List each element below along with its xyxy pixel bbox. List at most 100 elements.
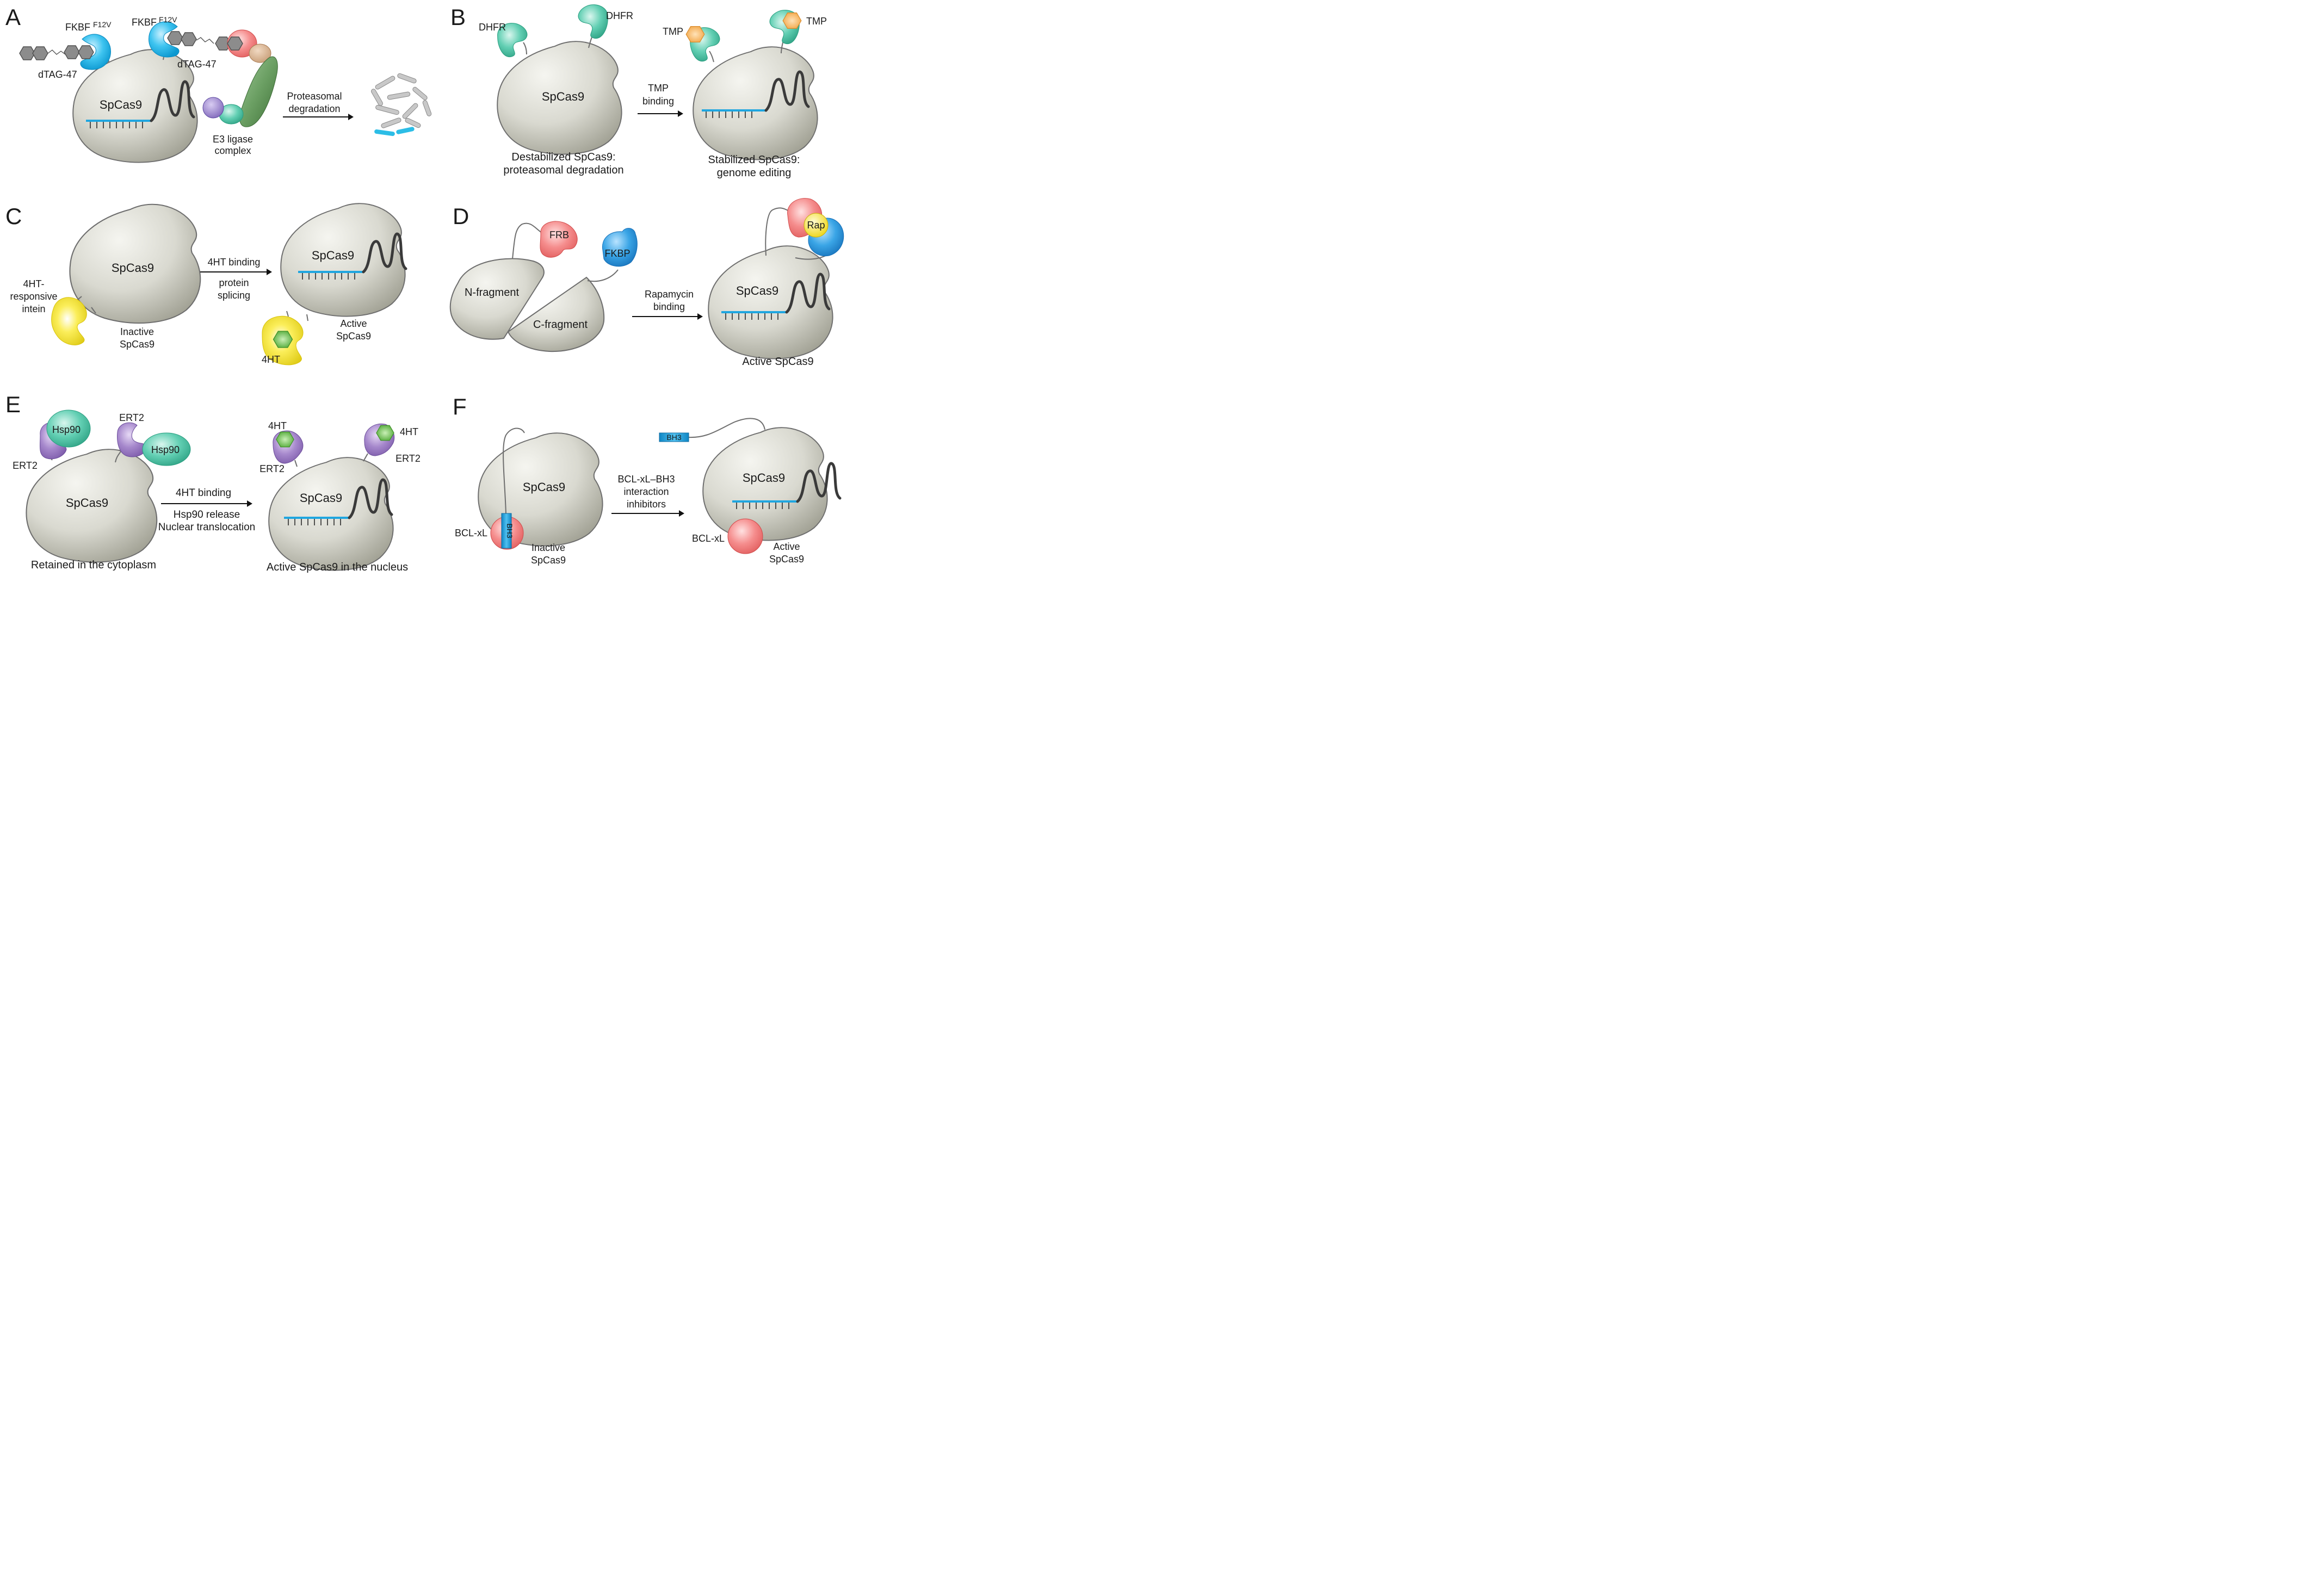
ligand-label-right-e: 4HT [400, 426, 418, 437]
guide-rna-f [732, 462, 842, 509]
arrow-label-line2-b: binding [642, 96, 674, 107]
caption-right-line1-b: Stabilized SpCas9: [708, 154, 800, 166]
rap-label-d: Rap [807, 220, 825, 231]
dhfr-protein-left-b [497, 23, 528, 58]
dtag-label-left-a: dTAG-47 [38, 69, 77, 80]
panel-d: D N-fragment C-fragment FRB FKBP Rapamyc… [449, 198, 844, 368]
arrow-label-line2-d: binding [653, 301, 685, 312]
arrow-label-below-line1-e: Hsp90 release [174, 509, 240, 520]
guide-rna-c [298, 232, 407, 280]
figure-canvas: A SpCas9 FKBF F12V dTAG-47 [5, 4, 844, 573]
right-arrow-icon [161, 500, 252, 507]
dhfr-label-right-b: DHFR [606, 10, 633, 21]
arrow-label-line1-a: Proteasomal [287, 91, 342, 102]
arrow-label-above-c: 4HT binding [208, 257, 261, 268]
ligand-label-left-e: 4HT [268, 420, 287, 431]
bh3-peptide-right-f [659, 432, 689, 442]
arrow-label-above-e: 4HT binding [176, 487, 231, 499]
protein-label-left-c: SpCas9 [112, 261, 154, 275]
right-arrow-icon [200, 269, 272, 275]
protein-label-right-c: SpCas9 [312, 249, 354, 262]
panel-letter-a: A [5, 4, 21, 30]
rapamycin-d [803, 213, 829, 238]
dhfr-label-left-b: DHFR [479, 22, 506, 33]
guide-rna-e [284, 478, 393, 525]
intein-protein-c [51, 297, 87, 345]
cas9-body-right-e [268, 457, 394, 571]
arrow-label-below-line2-c: splicing [218, 290, 250, 301]
active-label-line1-f: Active [773, 541, 800, 552]
arrow-label-below-line1-c: protein [219, 277, 249, 288]
caption-right-line2-b: genome editing [717, 167, 792, 179]
panel-a: A SpCas9 FKBF F12V dTAG-47 [5, 4, 432, 163]
fkbp-label-d: FKBP [604, 248, 630, 259]
bclxl-label-left-f: BCL-xL [455, 528, 487, 538]
active-label-line2-f: SpCas9 [769, 554, 804, 565]
e3-ligase-complex-a [202, 29, 278, 127]
intein-label-line3-c: intein [22, 303, 45, 314]
panel-letter-e: E [5, 392, 21, 417]
protein-label-right-f: SpCas9 [743, 471, 785, 485]
degraded-fragments-a [371, 73, 432, 137]
dtag-molecule-left-a [19, 45, 94, 60]
panel-letter-f: F [453, 394, 467, 419]
hsp90-label-left-e: Hsp90 [52, 424, 81, 435]
ert2-protein-right-e [117, 422, 147, 457]
guide-rna-b [702, 70, 810, 118]
arrow-label-below-line2-e: Nuclear translocation [158, 522, 255, 533]
dhfr-protein-right-b [578, 4, 608, 39]
arrow-label-line1-f: BCL-xL–BH3 [617, 474, 675, 485]
arrow-label-line2-f: interaction [623, 486, 669, 497]
c-fragment-d [507, 276, 605, 352]
inactive-label-line2-f: SpCas9 [531, 555, 566, 566]
frb-label-d: FRB [549, 230, 569, 240]
frb-protein-d [540, 221, 578, 258]
hsp90-protein-left-e [46, 410, 91, 448]
fkbp-protein-right-a [148, 21, 180, 58]
protein-label-left-e: SpCas9 [66, 496, 108, 510]
active-label-line2-c: SpCas9 [336, 331, 371, 342]
tmp-label-left-b: TMP [663, 26, 683, 37]
intein-label-line1-c: 4HT- [23, 278, 44, 289]
right-arrow-icon [283, 114, 354, 120]
bclxl-label-right-f: BCL-xL [692, 533, 725, 544]
right-arrow-icon [638, 110, 683, 117]
arrow-label-line1-b: TMP [648, 83, 669, 94]
panel-letter-b: B [450, 4, 466, 30]
ligand-label-c: 4HT [262, 354, 280, 365]
hsp90-label-right-e: Hsp90 [151, 444, 180, 455]
n-fragment-d [449, 258, 545, 340]
panel-b: B SpCas9 DHFR DHFR Destabilized SpCas9: … [450, 4, 827, 179]
fkbp-sup-right-a: F12V [159, 15, 177, 24]
bclxl-protein-right-f [727, 518, 763, 554]
caption-left-line1-b: Destabilized SpCas9: [511, 151, 615, 163]
ert2-label-left-bottom-e: ERT2 [13, 460, 38, 471]
caption-left-line2-b: proteasomal degradation [503, 164, 623, 176]
fkbp-label-right-a: FKBF [132, 17, 157, 28]
caption-d: Active SpCas9 [742, 356, 813, 368]
arrow-label-line3-f: inhibitors [627, 499, 666, 510]
panel-letter-d: D [453, 203, 469, 229]
panel-c: C SpCas9 4HT- responsive intein Inactive… [5, 203, 407, 365]
protein-label-b: SpCas9 [542, 90, 584, 103]
bclxl-protein-left-f [490, 513, 524, 550]
panel-e: E SpCas9 Hsp90 ERT2 Hsp90 ERT2 4HT bindi… [5, 392, 421, 573]
panel-letter-c: C [5, 203, 22, 229]
e3-label-line2-a: complex [214, 145, 251, 156]
guide-rna-a [86, 80, 195, 128]
panel-f: F SpCas9 BH3 BCL-xL Inactive SpCas9 BCL-… [453, 394, 842, 566]
fkbp-label-left-a: FKBF [65, 22, 90, 33]
fkbp-protein-left-a [80, 34, 112, 70]
hsp90-protein-right-e [142, 432, 191, 466]
fkbp-protein-d [602, 228, 638, 267]
dtag-label-right-a: dTAG-47 [177, 59, 217, 70]
e3-label-line1-a: E3 ligase [213, 134, 253, 145]
bh3-label-left-f: BH3 [505, 523, 514, 538]
right-arrow-icon [611, 510, 684, 517]
ert2-label-right-right-e: ERT2 [395, 453, 421, 464]
fkbp-sup-left-a: F12V [93, 20, 112, 29]
cas9-body-right-b [693, 46, 818, 160]
protein-label-right-e: SpCas9 [300, 491, 342, 505]
protein-label-a: SpCas9 [100, 98, 142, 111]
protein-label-d: SpCas9 [736, 284, 778, 298]
